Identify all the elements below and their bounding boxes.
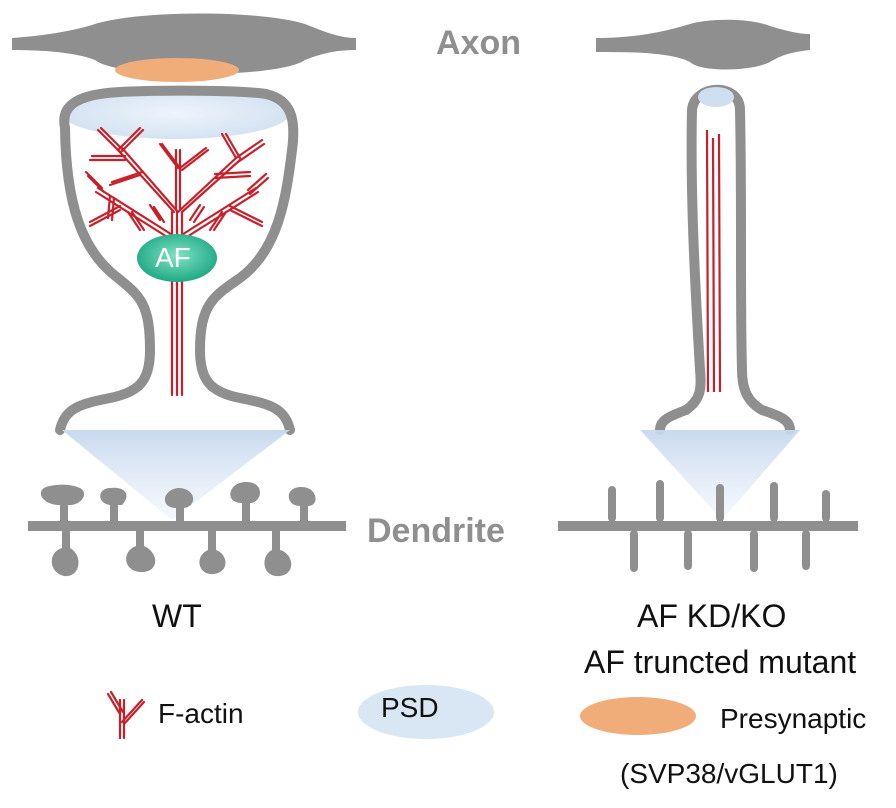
wt-synapse (12, 13, 356, 577)
legend-factin-icon (106, 690, 146, 740)
mutant-factin (705, 129, 722, 393)
mutant-synapse (558, 19, 858, 572)
mutant-psd (698, 87, 734, 107)
wt-presynaptic (115, 58, 239, 82)
af-label: AF (155, 242, 191, 273)
mutant-axon (596, 19, 810, 70)
wt-psd (62, 87, 290, 139)
legend-presynaptic-icon (580, 697, 696, 735)
wt-label: WT (152, 598, 202, 634)
legend-psd-label: PSD (381, 692, 439, 723)
wt-spine-membrane (55, 85, 299, 435)
axon-label: Axon (436, 24, 521, 62)
wt-dendrite (28, 482, 346, 577)
mutant-spine-membrane (655, 84, 795, 435)
legend-presynaptic-sublabel: (SVP38/vGLUT1) (620, 758, 838, 789)
wt-zoom-cone (62, 430, 290, 520)
wt-factin-network (84, 126, 270, 397)
mutant-label-line2: AF truncted mutant (584, 644, 857, 680)
dendrite-label: Dendrite (367, 512, 505, 550)
legend-factin-label: F-actin (158, 698, 244, 729)
legend-psd-icon (358, 685, 494, 739)
mutant-label-line1: AF KD/KO (637, 598, 787, 634)
legend-presynaptic-label: Presynaptic (720, 703, 867, 734)
mutant-dendrite (558, 480, 858, 572)
wt-axon (12, 13, 356, 75)
af-protein (137, 234, 217, 282)
mutant-zoom-cone (640, 430, 800, 520)
